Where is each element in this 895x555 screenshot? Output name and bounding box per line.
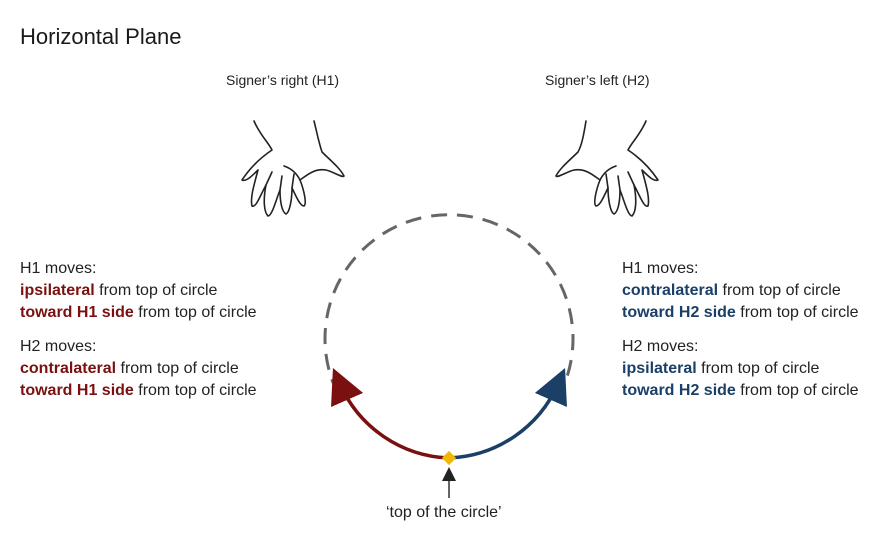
left-description: H1 moves: ipsilateral from top of circle… xyxy=(20,258,257,402)
page-title: Horizontal Plane xyxy=(20,24,182,49)
rest-text: from top of circle xyxy=(735,304,859,321)
right-description: H1 moves: contralateral from top of circ… xyxy=(622,258,859,402)
h1-heading: H1 moves: xyxy=(622,260,699,277)
left-hand-label: Signer’s left (H2) xyxy=(545,72,650,88)
emph-text: contralateral xyxy=(20,360,117,377)
emph-text: toward H1 side xyxy=(20,304,134,321)
top-of-circle-dot xyxy=(441,450,457,466)
h2-heading: H2 moves: xyxy=(622,338,699,355)
right-hand-label: Signer’s right (H1) xyxy=(226,72,340,88)
h2-side-arc xyxy=(448,367,567,460)
rest-text: from top of circle xyxy=(735,382,859,399)
emph-text: toward H1 side xyxy=(20,382,134,399)
emph-text: ipsilateral xyxy=(20,282,95,299)
rest-text: from top of circle xyxy=(133,304,257,321)
emph-text: toward H2 side xyxy=(622,304,736,321)
rest-text: from top of circle xyxy=(133,382,257,399)
left-hand-icon xyxy=(555,120,659,217)
top-of-circle-label: ‘top of the circle’ xyxy=(386,504,502,521)
dashed-circle-arc xyxy=(323,213,575,395)
right-hand-icon xyxy=(241,120,345,217)
rest-text: from top of circle xyxy=(696,360,820,377)
h1-heading: H1 moves: xyxy=(20,260,97,277)
emph-text: contralateral xyxy=(622,282,719,299)
rest-text: from top of circle xyxy=(94,282,218,299)
emph-text: ipsilateral xyxy=(622,360,697,377)
h2-heading: H2 moves: xyxy=(20,338,97,355)
rest-text: from top of circle xyxy=(116,360,239,377)
h1-side-arc xyxy=(331,367,450,460)
rest-text: from top of circle xyxy=(718,282,841,299)
emph-text: toward H2 side xyxy=(622,382,736,399)
